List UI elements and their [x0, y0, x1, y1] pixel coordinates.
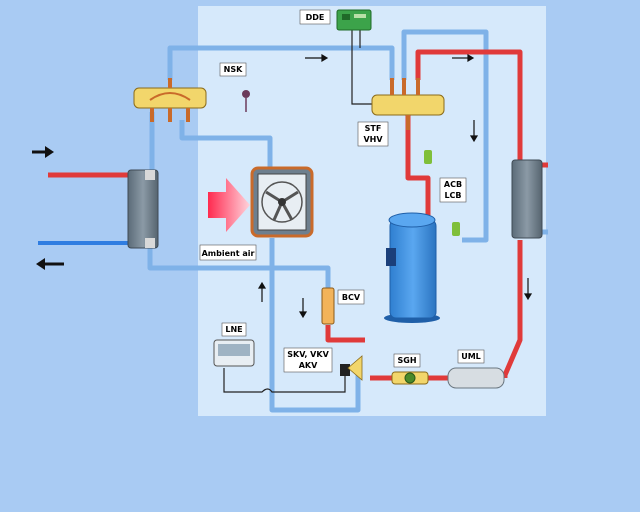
air-coil [250, 166, 314, 238]
svg-text:LCB: LCB [444, 191, 461, 200]
svg-text:UML: UML [461, 352, 481, 361]
fan-icon [257, 173, 307, 231]
label-uml: UML [457, 349, 485, 364]
filter-drier [447, 367, 505, 389]
pressure-switches [424, 150, 460, 236]
compressor-icon [384, 212, 440, 323]
svg-text:BCV: BCV [342, 293, 361, 302]
label-skv-vkv-akv: SKV, VKV AKV [283, 347, 333, 373]
sight-glass [391, 371, 429, 385]
label-nsk: NSK [219, 62, 247, 77]
svg-text:DDE: DDE [306, 13, 325, 22]
svg-text:AKV: AKV [299, 361, 318, 370]
svg-text:SKV, VKV: SKV, VKV [287, 350, 329, 359]
airflow-arrow [208, 178, 250, 232]
label-dde: DDE [299, 9, 331, 25]
svg-text:NSK: NSK [224, 65, 243, 74]
label-sgh: SGH [393, 353, 421, 368]
flow-arrows [257, 53, 533, 319]
label-stf-vhv: STF VHV [357, 121, 389, 147]
svg-text:SGH: SGH [397, 356, 416, 365]
arrow-right-icon [32, 146, 54, 158]
arrow-left-icon [36, 258, 64, 270]
display-icon [213, 339, 255, 367]
four-way-valve-left [133, 78, 207, 122]
four-way-valve-right [371, 78, 445, 130]
svg-text:LNE: LNE [225, 325, 242, 334]
suction-pipes [147, 29, 548, 413]
circuit-board-icon [336, 9, 372, 31]
expansion-valve [340, 355, 363, 381]
plate-heat-exchanger-left [127, 169, 159, 249]
nsk-sensor [242, 90, 250, 112]
label-lne: LNE [221, 322, 247, 337]
label-bcv: BCV [337, 289, 365, 305]
svg-text:ACB: ACB [444, 180, 462, 189]
plate-heat-exchanger-right [511, 159, 543, 239]
label-acb-lcb: ACB LCB [439, 177, 467, 203]
svg-text:Ambient air: Ambient air [202, 249, 255, 258]
svg-text:VHV: VHV [363, 135, 383, 144]
label-ambient-air: Ambient air [199, 244, 257, 261]
svg-text:STF: STF [365, 124, 382, 133]
bcv-valve [321, 287, 335, 325]
